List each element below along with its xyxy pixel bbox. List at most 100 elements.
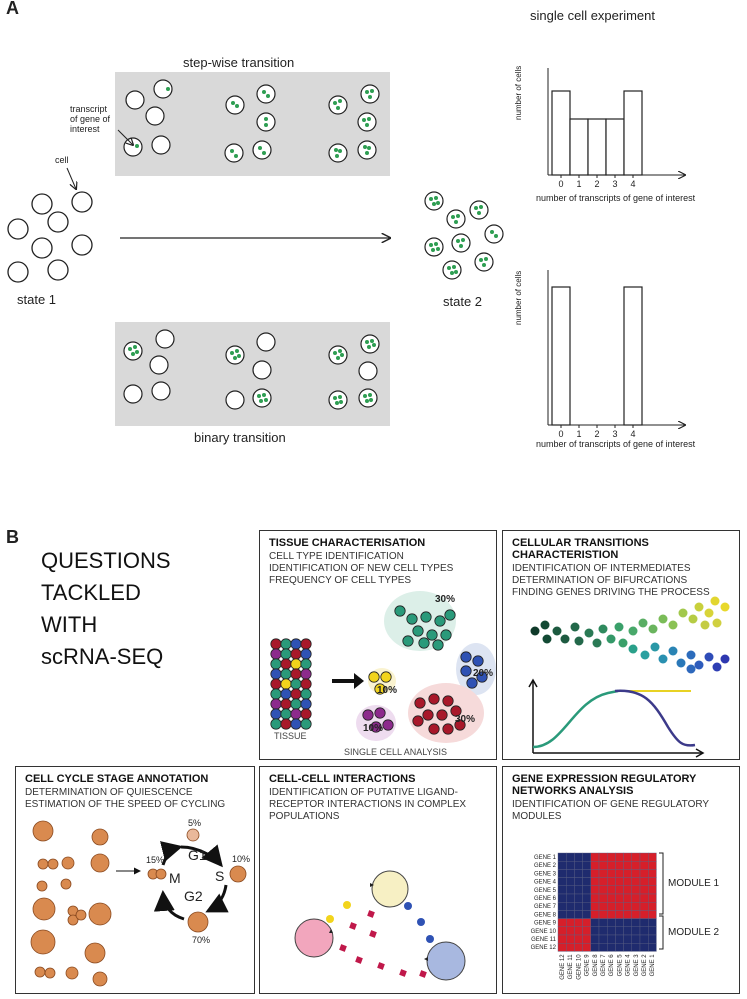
cluster-cell <box>394 605 406 617</box>
heatmap-cell <box>639 877 649 886</box>
heatmap-col-label: GENE 1 <box>650 954 656 977</box>
heatmap-cell <box>639 885 649 895</box>
trajectory-cell <box>640 650 650 660</box>
cluster-cell <box>368 671 380 683</box>
trajectory-cell <box>540 620 550 630</box>
heatmap-cell <box>623 869 632 878</box>
transitions-title-1: CELLULAR TRANSITIONS <box>512 537 649 549</box>
tissue-cell <box>280 648 292 660</box>
cluster-cell <box>440 629 452 641</box>
heatmap-col-label: GENE 5 <box>617 954 623 977</box>
cluster-cell <box>454 719 466 731</box>
module-2-label: MODULE 2 <box>668 927 720 938</box>
tissue-cell <box>280 718 292 730</box>
heatmap-cell <box>566 934 575 944</box>
heatmap-cell <box>557 934 567 944</box>
heatmap-cell <box>615 918 624 928</box>
cell-yellow <box>371 870 409 908</box>
cellcycle-illustration <box>30 820 247 987</box>
cycling-cell <box>60 878 72 890</box>
tissue-cell <box>270 698 282 710</box>
cluster-cell <box>428 723 440 735</box>
heatmap-cell <box>615 877 624 886</box>
heatmap-cell <box>623 852 632 862</box>
cluster-cell <box>374 707 386 719</box>
trajectory-cell <box>676 658 686 668</box>
heatmap-cell <box>606 910 616 919</box>
trajectory-cell <box>712 662 722 672</box>
heatmap-cell <box>582 910 591 919</box>
trajectory-cell <box>668 620 678 630</box>
heatmap-col-label: GENE 12 <box>560 954 566 980</box>
heatmap-cell <box>598 877 608 886</box>
heatmap-cell <box>574 942 583 952</box>
trajectory-cell <box>552 626 562 636</box>
heatmap-cell <box>557 926 567 936</box>
tick-label: 4 <box>630 179 635 189</box>
cluster-cell <box>442 723 454 735</box>
heatmap-cell <box>598 918 608 928</box>
hist2-ylabel: number of cells <box>514 270 523 325</box>
heatmap-cell <box>590 901 600 911</box>
heatmap-cell <box>557 901 567 911</box>
heatmap-cell <box>582 942 591 952</box>
stepwise-title: step-wise transition <box>183 55 295 70</box>
heatmap-cell <box>623 910 632 919</box>
tick-label: 1 <box>576 179 581 189</box>
heatmap-cell <box>615 926 624 936</box>
heatmap-cell <box>606 877 616 886</box>
cluster-cell <box>380 671 392 683</box>
cluster-cell <box>406 613 418 625</box>
trajectory-cell <box>686 650 696 660</box>
heatmap-cell <box>582 869 591 878</box>
heatmap-cell <box>615 885 624 895</box>
cell-label: cell <box>55 155 69 165</box>
regulatory-line-1: IDENTIFICATION OF GENE REGULATORY <box>512 799 710 810</box>
heatmap-cell <box>557 877 567 886</box>
heatmap-cell <box>582 918 591 928</box>
tissue-cell <box>290 708 302 720</box>
heatmap-cell <box>582 893 591 903</box>
heatmap-cell <box>639 860 649 870</box>
cycling-cell <box>88 902 112 926</box>
cellcycle-line-1: DETERMINATION OF QUIESCENCE <box>25 787 193 798</box>
heatmap-cell <box>615 910 624 919</box>
state2-cells <box>424 191 504 280</box>
cycling-cell <box>36 880 48 892</box>
heatmap-cell <box>631 860 641 870</box>
heatmap-cell <box>647 869 657 878</box>
heatmap-cell <box>606 885 616 895</box>
heatmap-cell <box>557 910 567 919</box>
heatmap-cell <box>623 860 632 870</box>
trajectory-cell <box>658 614 668 624</box>
transitions-line-2: DETERMINATION OF BIFURCATIONS <box>512 575 688 586</box>
tissue-cell <box>300 638 312 650</box>
tick-label: 1 <box>576 429 581 439</box>
binary-title: binary transition <box>194 430 286 445</box>
module-1-label: MODULE 1 <box>668 878 720 889</box>
trajectory-cell <box>658 654 668 664</box>
expression-curve-green <box>532 689 619 749</box>
trajectory-cell <box>592 638 602 648</box>
heatmap-cell <box>566 942 575 952</box>
heatmap-cell <box>590 926 600 936</box>
heatmap-col-label: GENE 7 <box>601 954 607 977</box>
hist1-xlabel: number of transcripts of gene of interes… <box>536 193 696 203</box>
heatmap-cell <box>582 877 591 886</box>
hist2-xlabel: number of transcripts of gene of interes… <box>536 439 696 449</box>
binary-transcripts <box>128 339 376 405</box>
heatmap-cell <box>606 934 616 944</box>
histogram1-bars <box>551 90 643 176</box>
cell-pink <box>294 918 334 958</box>
cycling-cell <box>90 853 110 873</box>
trajectory-cell <box>560 634 570 644</box>
heatmap-cell <box>566 910 575 919</box>
trajectory-cell <box>584 628 594 638</box>
transcript-label-3: interest <box>70 124 100 134</box>
s-cell <box>229 865 247 883</box>
tissue-cell <box>300 698 312 710</box>
tissue-cell <box>290 718 302 730</box>
